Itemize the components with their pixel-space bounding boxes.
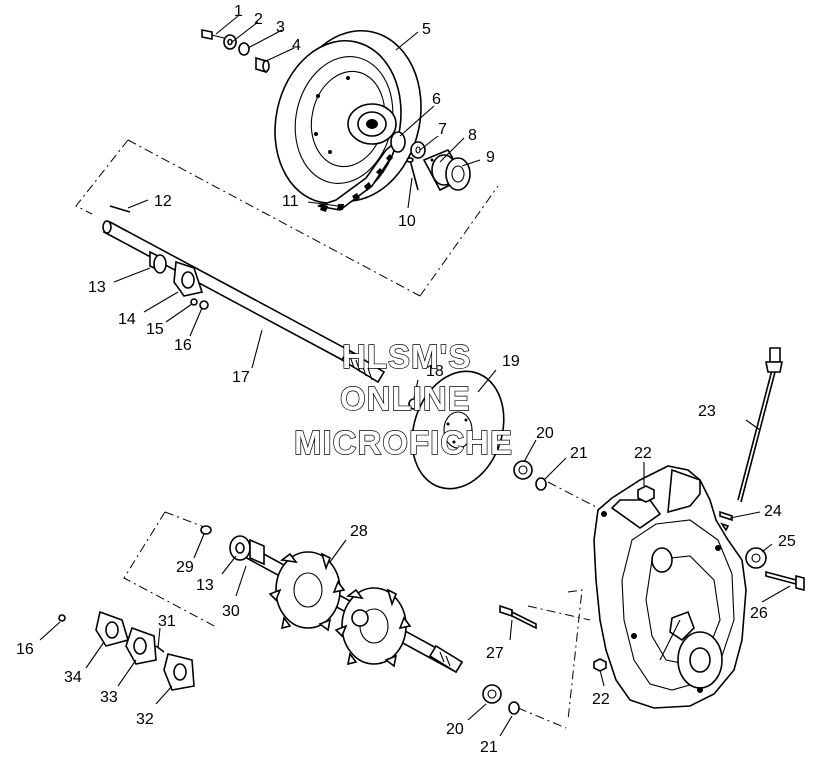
callout-34: 34 (64, 669, 82, 686)
callout-3: 3 (276, 19, 285, 36)
watermark-line-2: ONLINE (340, 380, 471, 417)
callout-21-lower: 21 (480, 739, 498, 756)
callout-31: 31 (158, 613, 176, 630)
callout-13-lower: 13 (196, 577, 214, 594)
callout-7: 7 (438, 121, 447, 138)
callout-22-lower: 22 (592, 691, 610, 708)
callout-32: 32 (136, 711, 154, 728)
callout-15: 15 (146, 321, 164, 338)
assembly-boundary-lines (75, 139, 599, 729)
callout-27: 27 (486, 645, 504, 662)
callout-26: 26 (750, 605, 768, 622)
callout-2: 2 (254, 11, 263, 28)
callout-13-upper: 13 (88, 279, 106, 296)
watermark-line-3: MICROFICHE (294, 424, 513, 461)
callout-20-lower: 20 (446, 721, 464, 738)
callout-6: 6 (432, 91, 441, 108)
callout-17: 17 (232, 369, 250, 386)
watermark: HLSM'S ONLINE MICROFICHE (293, 337, 513, 461)
callout-20-upper: 20 (536, 425, 554, 442)
drive-shaft-assembly (102, 205, 420, 410)
brake-disc (411, 370, 547, 491)
track-drive-shaft (229, 535, 464, 674)
callout-9: 9 (486, 149, 495, 166)
callout-18: 18 (426, 363, 444, 380)
leader-lines (39, 15, 791, 737)
callout-29: 29 (176, 559, 194, 576)
callout-25: 25 (778, 533, 796, 550)
callout-10: 10 (398, 213, 416, 230)
callout-21-upper: 21 (570, 445, 588, 462)
callout-23: 23 (698, 403, 716, 420)
callout-14: 14 (118, 311, 136, 328)
callout-16-lower: 16 (16, 641, 34, 658)
pulley-hardware (201, 29, 471, 192)
callout-22-upper: 22 (634, 445, 652, 462)
callout-28: 28 (350, 523, 368, 540)
bottom-left-hardware (58, 525, 520, 715)
callout-numbers: 1 2 3 4 5 6 7 8 9 10 11 12 13 14 15 16 1… (16, 3, 796, 756)
callout-12: 12 (154, 193, 172, 210)
callout-16-upper: 16 (174, 337, 192, 354)
callout-1: 1 (234, 3, 243, 20)
drive-pulley-assembly (274, 29, 422, 212)
callout-5: 5 (422, 21, 431, 38)
callout-4: 4 (292, 37, 301, 54)
callout-30: 30 (222, 603, 240, 620)
chaincase-hardware (499, 347, 805, 630)
watermark-line-1: HLSM'S (342, 338, 471, 375)
callout-33: 33 (100, 689, 118, 706)
callout-24: 24 (764, 503, 782, 520)
callout-8: 8 (468, 127, 477, 144)
chaincase-housing (593, 465, 747, 709)
callout-11: 11 (282, 193, 299, 210)
callout-19: 19 (502, 353, 520, 370)
